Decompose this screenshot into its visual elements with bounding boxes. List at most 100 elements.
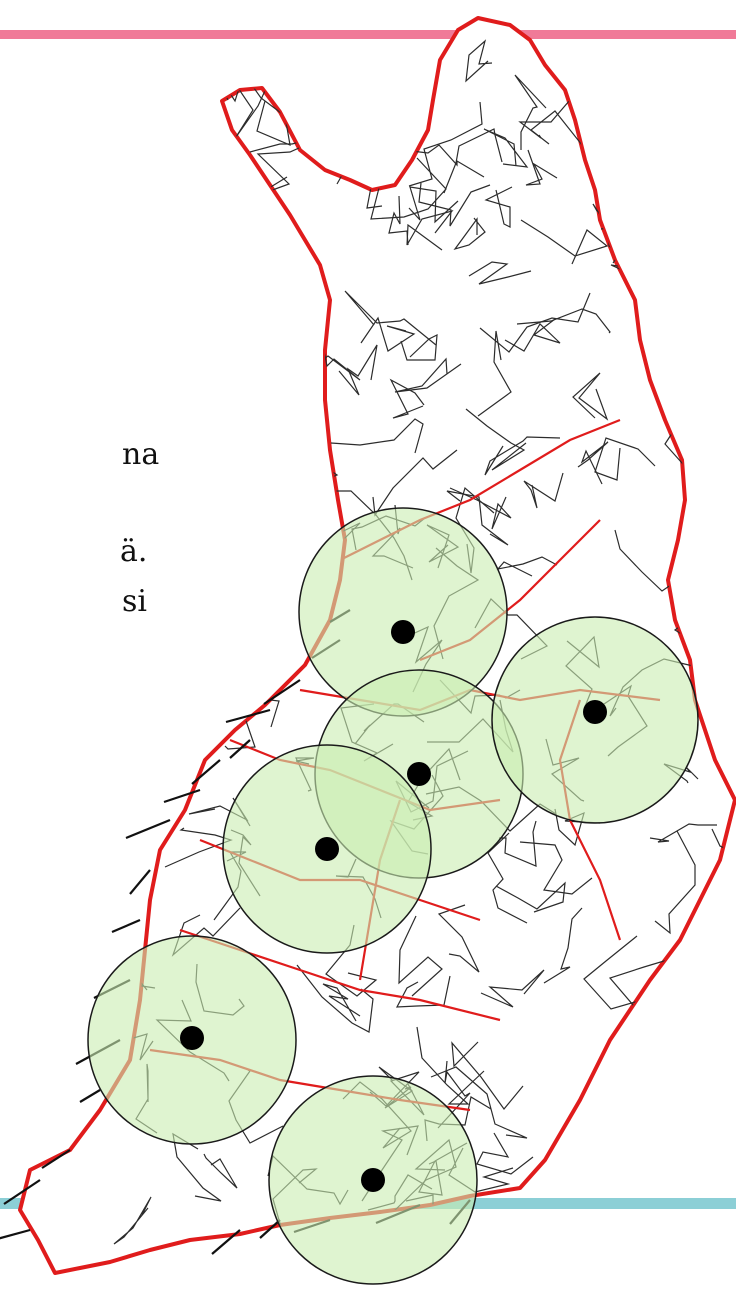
municipality-border [232,574,294,663]
municipality-border [468,261,532,285]
municipality-border [495,881,566,913]
coastline-stroke [125,818,171,840]
municipality-border [525,149,558,186]
municipality-border [203,1153,238,1189]
municipality-border [406,209,454,251]
municipality-border [516,308,611,334]
municipality-border [296,964,374,1033]
center-dot-oulu [391,620,415,644]
coastline-stroke [111,918,141,934]
municipality-border [146,215,188,288]
municipality-border [479,292,591,353]
municipality-border [142,697,186,768]
municipality-border [113,1196,152,1245]
municipality-border [209,550,249,587]
municipality-border [78,622,144,658]
coastline-stroke [3,1179,41,1205]
municipality-border [636,1099,667,1170]
coastline-stroke [263,679,301,705]
coastline-stroke [163,788,201,804]
center-dot-helsinki [361,1168,385,1192]
municipality-border [221,288,277,352]
municipality-border [91,348,176,397]
municipality-border [161,541,237,586]
top-accent-bar [0,30,736,39]
municipality-border [631,983,703,1093]
municipality-border [465,39,493,83]
coastline-stroke [229,739,251,759]
municipality-border [677,48,720,100]
municipality-border [465,408,527,471]
left-text-fragments: na ä. si [0,0,160,700]
municipality-border [629,162,708,246]
municipality-border [370,157,447,220]
center-dot-tampere [315,837,339,861]
municipality-border [297,32,333,114]
coastline-stroke [191,759,221,785]
municipality-border [476,1132,534,1175]
municipality-border [477,330,512,417]
municipality-border [408,186,459,224]
municipality-border [193,240,277,262]
municipality-border [389,378,425,419]
municipality-border [712,277,735,329]
municipality-border [443,128,503,194]
municipality-border [654,830,696,935]
municipality-border [360,316,416,352]
municipality-border [418,182,491,227]
municipality-border [572,372,609,421]
municipality-border [480,969,545,1008]
municipality-border [111,557,147,636]
municipality-border [649,823,717,843]
text-fragment-3: si [122,584,147,619]
municipality-border [330,418,424,454]
municipality-border [519,841,593,895]
municipality-border [711,828,735,919]
municipality-border [192,114,229,150]
municipality-border [322,983,361,1022]
municipality-border [666,39,714,86]
municipality-border [395,975,451,1008]
municipality-border [144,42,229,101]
center-dot-turku [180,1026,204,1050]
municipality-border [416,1026,485,1105]
municipality-border [682,1047,717,1115]
coastline-stroke [41,1149,71,1169]
municipality-border [187,217,234,284]
municipality-border [398,915,443,997]
municipality-border [499,820,537,867]
municipality-border [453,217,486,251]
municipality-border [232,534,284,577]
municipality-border [690,383,733,431]
coastline-stroke [0,1228,31,1240]
center-dot-joensuu [583,700,607,724]
municipality-border [122,225,181,323]
municipality-border [577,441,609,485]
municipality-border [451,1041,524,1110]
municipality-border [344,290,437,346]
municipality-border [91,370,162,464]
municipality-border [216,236,268,306]
text-fragment-2: ä. [120,534,148,569]
municipality-border [259,301,316,342]
municipality-border [74,421,157,474]
municipality-border [220,409,311,443]
municipality-border [655,103,705,144]
coastline-stroke [211,1229,241,1255]
center-dot-kuopio [407,762,431,786]
municipality-border [665,292,709,338]
municipality-border [236,63,291,146]
municipality-border [698,100,728,159]
coastline-stroke [79,1089,101,1103]
municipality-border [487,832,528,924]
municipality-border [699,922,735,955]
municipality-border [484,186,513,228]
municipality-border [594,437,656,481]
coastline-stroke [259,1219,281,1239]
municipality-border [446,490,509,546]
municipality-border [714,1142,735,1172]
municipality-border [713,872,735,921]
municipality-border [699,975,735,1004]
municipality-border [520,219,609,265]
municipality-border [678,186,730,271]
